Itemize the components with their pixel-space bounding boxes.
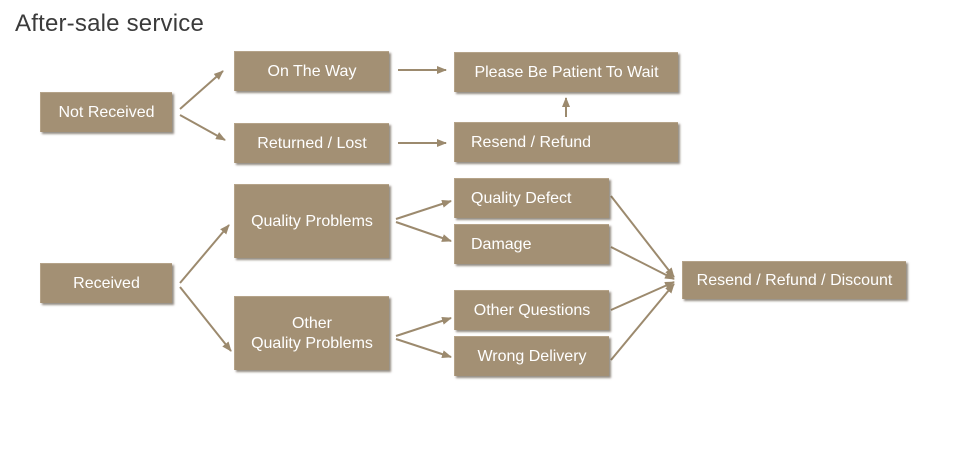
node-on-the-way: On The Way bbox=[234, 51, 389, 91]
arrow-received-to-quality-problems bbox=[179, 224, 230, 284]
arrow-other-quality-to-wrong-delivery bbox=[395, 338, 452, 359]
node-quality-defect: Quality Defect bbox=[454, 178, 609, 218]
node-quality-problems: Quality Problems bbox=[234, 184, 389, 258]
arrow-other-questions-to-discount bbox=[610, 281, 675, 311]
diagram-title: After-sale service bbox=[15, 10, 204, 37]
arrow-not-received-to-returned-lost bbox=[179, 114, 226, 141]
node-resend-refund-discount: Resend / Refund / Discount bbox=[682, 261, 906, 299]
node-please-be-patient: Please Be Patient To Wait bbox=[454, 52, 678, 92]
node-returned-lost: Returned / Lost bbox=[234, 123, 389, 163]
node-received: Received bbox=[40, 263, 172, 303]
node-not-received: Not Received bbox=[40, 92, 172, 132]
node-resend-refund: Resend / Refund bbox=[454, 122, 678, 162]
arrow-damage-to-discount bbox=[610, 246, 675, 280]
arrow-quality-problems-to-quality-defect bbox=[395, 199, 452, 220]
arrow-other-quality-to-other-questions bbox=[395, 316, 452, 337]
arrow-received-to-other-quality-problems bbox=[179, 286, 232, 352]
node-other-quality-problems: Other Quality Problems bbox=[234, 296, 389, 370]
node-wrong-delivery: Wrong Delivery bbox=[454, 336, 609, 376]
node-other-questions: Other Questions bbox=[454, 290, 609, 330]
arrow-quality-problems-to-damage bbox=[395, 221, 452, 242]
node-damage: Damage bbox=[454, 224, 609, 264]
arrow-quality-defect-to-discount bbox=[610, 195, 675, 278]
arrow-not-received-to-on-the-way bbox=[179, 70, 224, 110]
arrow-wrong-delivery-to-discount bbox=[610, 283, 675, 361]
